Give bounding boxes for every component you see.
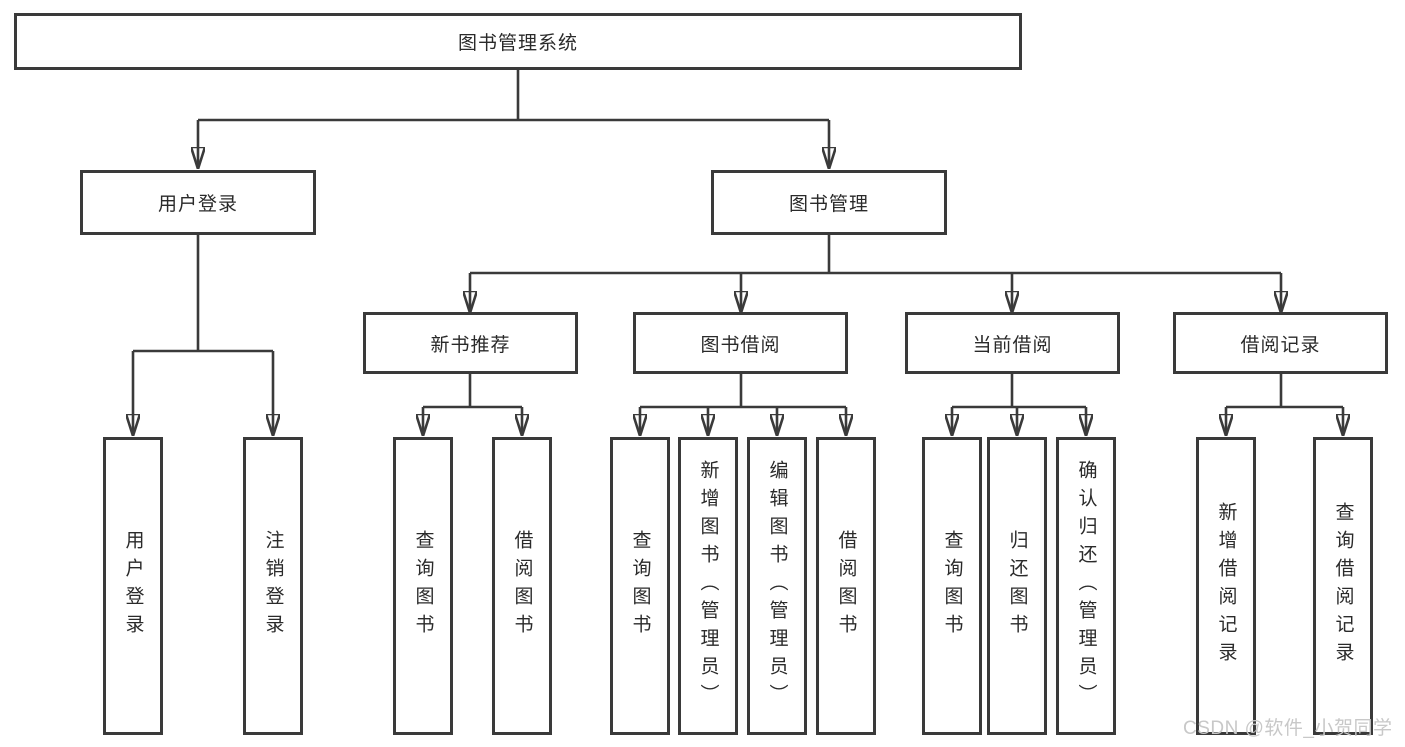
leaf-logout: 注销登录 <box>243 437 303 735</box>
csdn-watermark: CSDN @软件_小贺同学 <box>1183 718 1393 739</box>
connector-new-book-branch <box>423 374 522 435</box>
node-user-login: 用户登录 <box>80 170 316 235</box>
connector-root-to-level2 <box>198 70 829 168</box>
node-root-library-system: 图书管理系统 <box>14 13 1022 70</box>
leaf-user-login: 用户登录 <box>103 437 163 735</box>
leaf-query-books-borrow: 查询图书 <box>610 437 670 735</box>
leaf-add-books-admin: 新增图书（管理员） <box>678 437 738 735</box>
leaf-query-books-recommend: 查询图书 <box>393 437 453 735</box>
node-new-book-recommend: 新书推荐 <box>363 312 578 374</box>
node-book-management: 图书管理 <box>711 170 947 235</box>
leaf-confirm-return-admin: 确认归还（管理员） <box>1056 437 1116 735</box>
connector-book-management-branch <box>470 235 1281 312</box>
connector-book-borrow-branch <box>640 374 846 435</box>
node-current-borrow: 当前借阅 <box>905 312 1120 374</box>
leaf-edit-books-admin: 编辑图书（管理员） <box>747 437 807 735</box>
connector-current-borrow-branch <box>952 374 1086 435</box>
leaf-borrow-books-recommend: 借阅图书 <box>492 437 552 735</box>
node-borrow-record: 借阅记录 <box>1173 312 1388 374</box>
leaf-query-borrow-record: 查询借阅记录 <box>1313 437 1373 735</box>
node-book-borrow: 图书借阅 <box>633 312 848 374</box>
leaf-query-books-current: 查询图书 <box>922 437 982 735</box>
leaf-return-books: 归还图书 <box>987 437 1047 735</box>
leaf-borrow-books: 借阅图书 <box>816 437 876 735</box>
connector-user-login-branch <box>133 235 273 435</box>
leaf-add-borrow-record: 新增借阅记录 <box>1196 437 1256 735</box>
connector-borrow-record-branch <box>1226 374 1343 435</box>
